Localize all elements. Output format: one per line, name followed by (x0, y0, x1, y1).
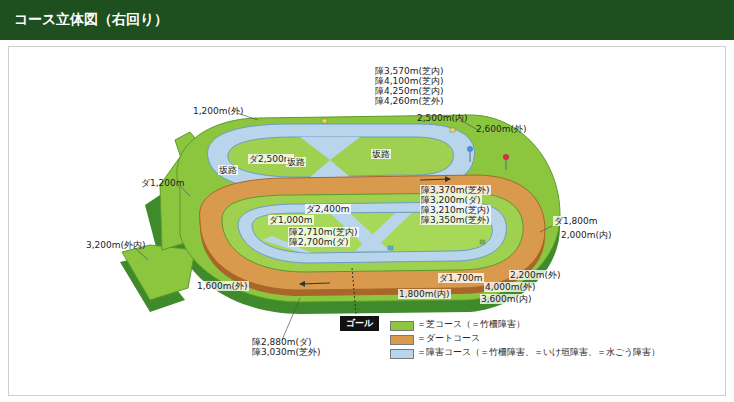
slope-label: 坂路 (286, 157, 306, 167)
distance-label: 1,600m(外) (196, 281, 249, 291)
distance-label: 障3,200m(ダ) (420, 195, 482, 205)
legend-swatch (390, 321, 414, 331)
distance-label: 障2,700m(ダ) (288, 237, 350, 247)
distance-label: 障2,880m(ダ) (252, 337, 312, 347)
distance-label: ダ1,800m (553, 216, 599, 226)
legend-text: ＝障害コース（＝竹柵障害、＝いけ垣障害、＝水ごう障害） (417, 347, 660, 358)
legend: ＝芝コース（＝竹柵障害） ＝ダートコース ＝障害コース（＝竹柵障害、＝いけ垣障害、＝… (390, 318, 663, 360)
distance-label: ダ1,700m (438, 273, 484, 283)
distance-label: 2,200m(外) (509, 270, 562, 280)
distance-label: 障3,570m(芝内) (375, 66, 444, 76)
distance-label: 障3,350m(芝外) (420, 215, 491, 225)
legend-row: ＝障害コース（＝竹柵障害、＝いけ垣障害、＝水ごう障害） (390, 346, 663, 360)
legend-row: ＝ダートコース (390, 332, 483, 346)
legend-row: ＝芝コース（＝竹柵障害） (390, 318, 528, 332)
distance-label: ダ2,400m (305, 204, 351, 214)
slope-label: 坂路 (371, 149, 391, 159)
distance-label: 障3,030m(芝外) (252, 347, 321, 357)
title-text: コース立体図（右回り） (14, 11, 168, 29)
distance-label: 3,200m(外内) (86, 240, 146, 250)
legend-swatch (390, 335, 414, 345)
distance-label: 1,200m(外) (193, 106, 244, 116)
distance-label: 2,000m(内) (560, 230, 613, 240)
distance-label: ダ1,200m (141, 178, 185, 188)
distance-label: 障3,370m(芝外) (420, 185, 491, 195)
legend-text: ＝ダートコース (417, 333, 480, 344)
legend-swatch (390, 349, 414, 359)
distance-label: 4,000m(外) (484, 282, 537, 292)
distance-label: 3,600m(内) (480, 294, 533, 304)
legend-text: ＝芝コース（＝竹柵障害） (417, 319, 525, 330)
distance-label: 障4,260m(芝外) (375, 96, 444, 106)
distance-label: 障4,250m(芝内) (375, 86, 444, 96)
distance-label: ダ1,000m (268, 215, 314, 225)
distance-label: 障3,210m(芝内) (420, 205, 491, 215)
title-bar: コース立体図（右回り） (0, 0, 734, 40)
goal-text: ゴール (346, 318, 373, 329)
slope-label: 坂路 (218, 165, 238, 175)
goal-box: ゴール (340, 316, 379, 331)
distance-label: 障4,100m(芝内) (375, 76, 444, 86)
distance-label: 1,800m(内) (398, 289, 451, 299)
distance-label: 2,600m(外) (476, 124, 527, 134)
distance-label: 障2,710m(芝内) (288, 227, 359, 237)
distance-label: 2,500m(内) (417, 113, 468, 123)
